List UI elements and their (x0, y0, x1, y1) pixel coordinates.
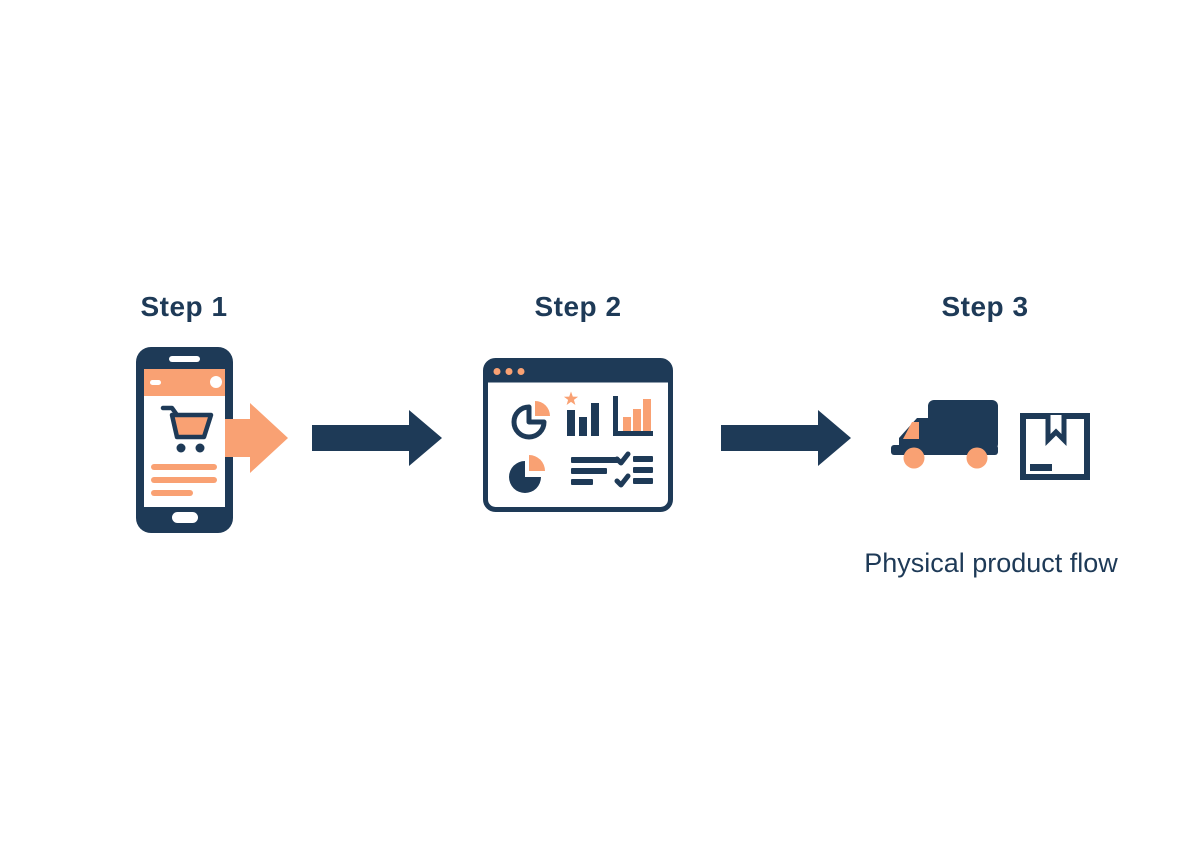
short-orange-arrow-icon (225, 403, 288, 473)
delivery-truck-icon (891, 400, 998, 469)
shopping-cart-icon (160, 405, 214, 453)
arrow-right-icon (312, 410, 442, 466)
axis-bar-chart-icon (613, 396, 653, 436)
smartphone-shopping-cart-icon (136, 347, 233, 533)
browser-dots-icon (493, 368, 525, 375)
step-2-label: Step 2 (534, 291, 622, 322)
step-1-label: Step 1 (140, 291, 228, 322)
starred-bar-chart-icon (563, 391, 599, 436)
text-lines-icon (571, 457, 619, 485)
checklist-icon (614, 451, 653, 488)
step-3-label: Step 3 (941, 291, 1029, 322)
physical-product-flow-caption: Physical product flow (864, 548, 1118, 578)
analytics-dashboard-browser-icon (483, 358, 673, 512)
arrow-right-icon (721, 410, 851, 466)
pie-chart-outline-icon (511, 401, 550, 440)
package-box-icon (1020, 413, 1090, 480)
pie-chart-filled-icon (509, 455, 545, 493)
